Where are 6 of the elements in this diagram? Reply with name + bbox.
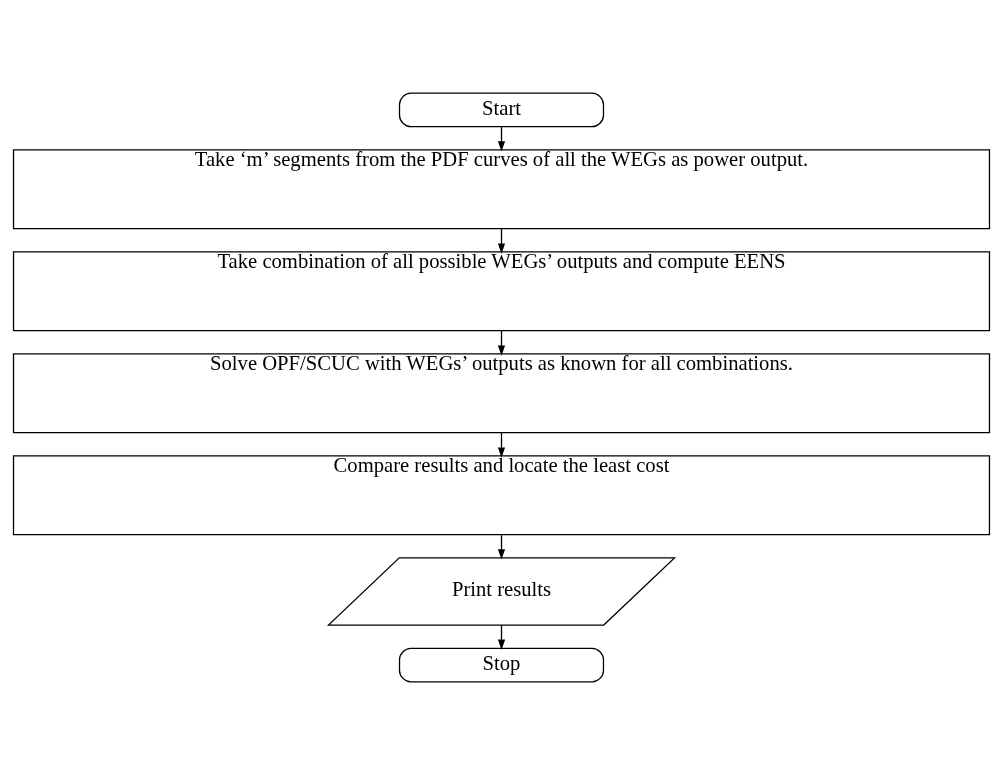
node-box: Take combination of all possible WEGs’ outputs and compute EENS [12,250,991,331]
node-box: Start [398,92,605,127]
node-box: Compare results and locate the least cost [12,454,991,535]
node-box: Solve OPF/SCUC with WEGs’ outputs as known for all combinations. [12,352,991,433]
node-box: Stop [398,647,605,682]
node-box: Take ‘m’ segments from the PDF curves of all the WEGs as power output. [12,148,991,229]
